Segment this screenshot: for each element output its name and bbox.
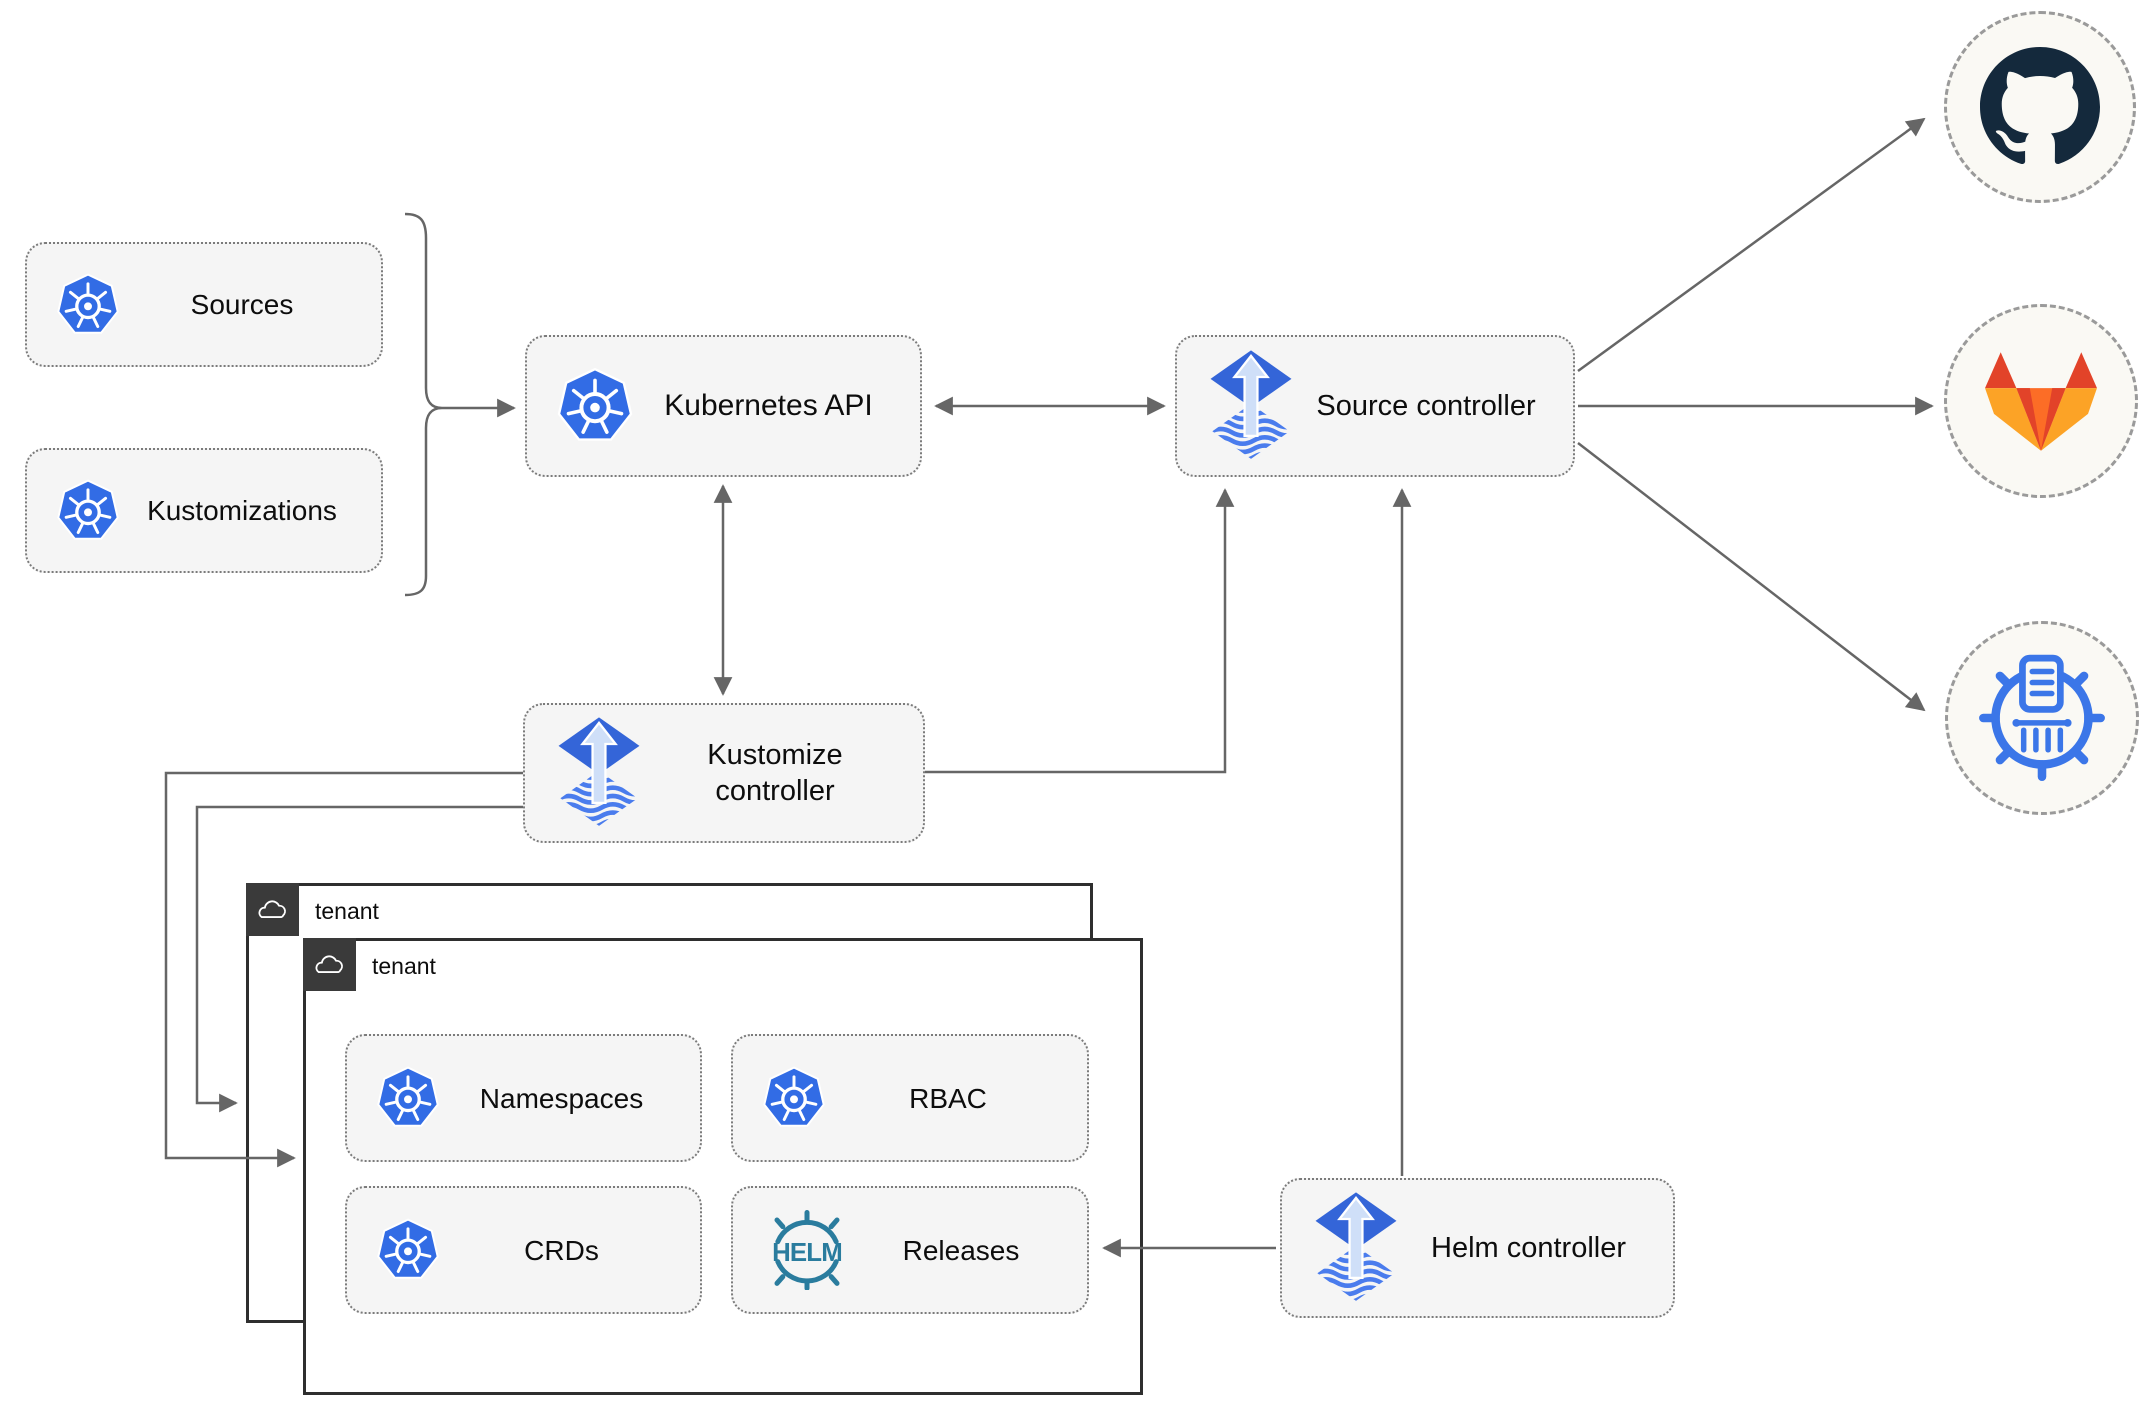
brace-sources-group <box>404 212 443 597</box>
edge-source-to-chartmuseum <box>1577 442 1926 712</box>
node-label: CRDs <box>524 1234 599 1266</box>
cloud-icon <box>256 898 290 922</box>
chartmuseum-icon <box>1978 652 2106 784</box>
kubernetes-icon <box>55 478 121 544</box>
node-releases[interactable]: Releases <box>731 1186 1089 1314</box>
tenant-label: tenant <box>372 952 436 979</box>
kubernetes-icon <box>55 272 121 338</box>
edge-source-to-github <box>1577 117 1926 373</box>
node-label: Kustomizations <box>147 495 337 526</box>
node-namespaces[interactable]: Namespaces <box>345 1034 702 1162</box>
helm-icon <box>761 1210 853 1290</box>
kubernetes-icon <box>375 1217 441 1283</box>
node-kustomize-controller[interactable]: Kustomize controller <box>523 703 925 843</box>
node-chartmuseum[interactable] <box>1945 621 2139 815</box>
node-label: Kubernetes API <box>664 389 873 423</box>
edge-kustomize-to-source-controller <box>925 488 1235 774</box>
tenant-box-front[interactable]: tenant <box>303 938 1143 1395</box>
cloud-icon <box>313 953 347 977</box>
tenant-corner-badge <box>246 883 299 936</box>
node-gitlab[interactable] <box>1944 304 2138 498</box>
node-helm-controller[interactable]: Helm controller <box>1280 1178 1675 1318</box>
flux-icon <box>553 715 645 831</box>
node-sources[interactable]: Sources <box>25 242 383 367</box>
tenant-corner-badge <box>303 938 356 991</box>
node-label: Source controller <box>1316 389 1536 422</box>
node-kustomizations[interactable]: Kustomizations <box>25 448 383 573</box>
node-label: Helm controller <box>1431 1231 1626 1264</box>
gitlab-icon <box>1985 350 2097 453</box>
node-crds[interactable]: CRDs <box>345 1186 702 1314</box>
flux-icon <box>1205 348 1297 464</box>
node-label: RBAC <box>909 1082 987 1114</box>
node-rbac[interactable]: RBAC <box>731 1034 1089 1162</box>
node-label: Kustomize controller <box>707 738 843 807</box>
kubernetes-icon <box>555 366 635 446</box>
node-label: Sources <box>190 289 294 320</box>
kubernetes-icon <box>761 1065 827 1131</box>
node-source-controller[interactable]: Source controller <box>1175 335 1575 477</box>
node-kubernetes-api[interactable]: Kubernetes API <box>525 335 922 477</box>
tenant-label: tenant <box>315 897 379 924</box>
flux-icon <box>1310 1190 1402 1306</box>
node-github[interactable] <box>1944 11 2136 203</box>
kubernetes-icon <box>375 1065 441 1131</box>
node-label: Namespaces <box>479 1082 644 1114</box>
node-label: Releases <box>902 1234 1020 1266</box>
github-icon <box>1980 47 2100 167</box>
